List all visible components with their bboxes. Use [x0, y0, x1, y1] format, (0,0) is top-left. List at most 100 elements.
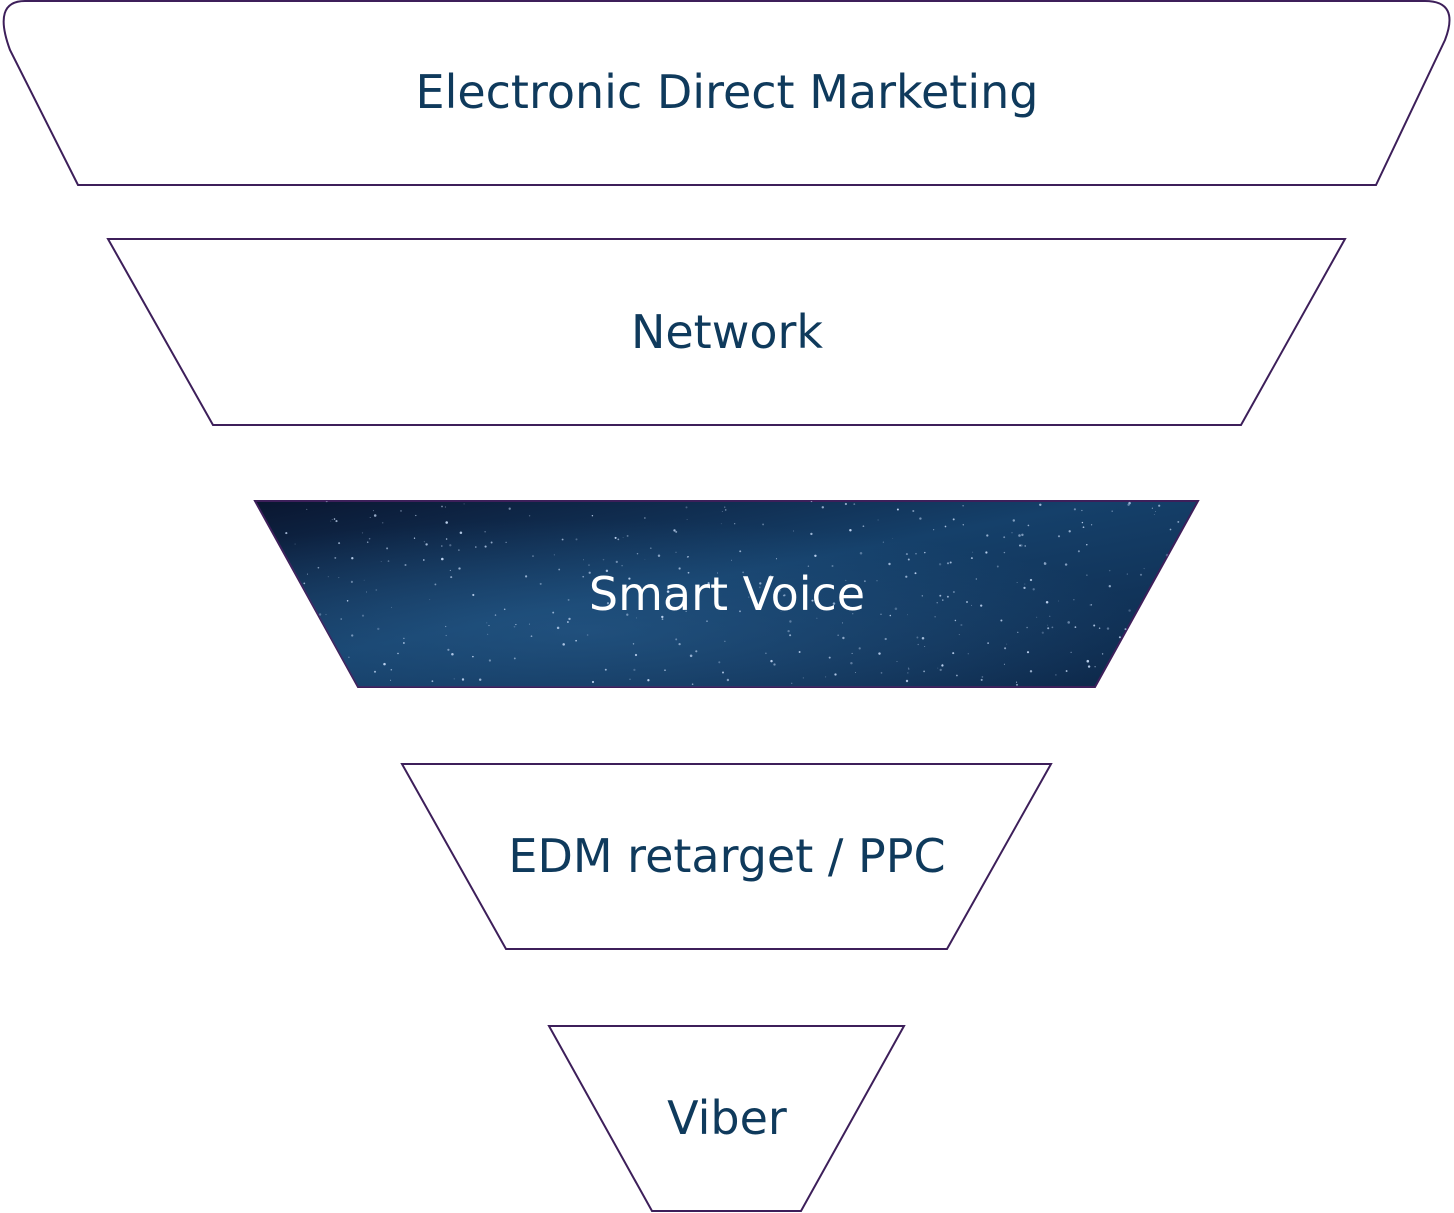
star-dot [441, 557, 444, 561]
star-dot [413, 537, 416, 539]
star-dot [853, 503, 856, 505]
star-dot [513, 625, 516, 628]
star-dot [327, 576, 329, 578]
star-dot [1140, 661, 1144, 665]
star-dot [826, 607, 830, 610]
star-dot [330, 520, 332, 522]
star-dot [687, 571, 690, 574]
star-dot [445, 625, 447, 628]
star-dot [1087, 665, 1091, 668]
funnel-stage: EDM retarget / PPC [400, 763, 1053, 950]
star-dot [335, 520, 338, 523]
star-dot [678, 642, 681, 646]
star-dot [1114, 669, 1116, 671]
star-dot [686, 519, 688, 521]
star-dot [575, 538, 578, 541]
star-dot [318, 613, 322, 616]
star-dot [255, 597, 256, 599]
star-dot [1032, 588, 1035, 591]
star-dot [306, 640, 309, 643]
star-dot [1177, 520, 1180, 523]
star-dot [981, 676, 984, 678]
star-dot [604, 668, 607, 671]
star-dot [486, 633, 489, 636]
star-dot [848, 605, 850, 608]
star-dot [876, 580, 878, 582]
star-dot [461, 678, 465, 681]
star-dot [1016, 683, 1018, 686]
star-dot [484, 531, 486, 533]
star-dot [622, 536, 624, 538]
star-dot [422, 559, 425, 561]
star-dot [449, 569, 451, 571]
star-dot [1003, 663, 1005, 665]
star-dot [331, 519, 333, 520]
star-dot [673, 529, 676, 532]
star-dot [1074, 626, 1077, 628]
star-dot [591, 680, 595, 684]
funnel-stage-shape [106, 238, 1347, 426]
star-dot [707, 582, 710, 585]
star-dot [924, 645, 926, 647]
star-dot [877, 519, 879, 521]
star-dot [762, 523, 765, 526]
star-dot [955, 674, 958, 677]
star-dot [302, 646, 304, 648]
funnel-stage-label: Smart Voice [589, 567, 865, 621]
star-dot [484, 545, 487, 548]
star-dot [444, 506, 446, 508]
star-dot [828, 656, 831, 659]
star-dot [1190, 538, 1193, 541]
star-dot [617, 538, 620, 541]
star-dot [862, 525, 865, 528]
star-dot [852, 613, 854, 615]
star-dot [488, 625, 490, 627]
star-dot [1108, 585, 1111, 588]
star-dot [1089, 604, 1091, 606]
star-dot [1017, 631, 1019, 633]
star-dot [451, 653, 454, 656]
star-dot [621, 564, 623, 567]
star-dot [303, 643, 306, 646]
star-dot [486, 622, 488, 624]
star-dot [515, 624, 517, 626]
funnel-stage-label: Network [631, 305, 823, 359]
star-dot [882, 541, 885, 543]
star-dot [1169, 528, 1172, 531]
star-dot [1128, 501, 1131, 505]
star-dot [488, 659, 492, 662]
star-dot [1082, 526, 1085, 529]
star-dot [303, 582, 306, 585]
star-dot [685, 506, 688, 509]
star-dot [423, 541, 425, 543]
star-dot [1043, 562, 1047, 565]
star-dot [987, 642, 989, 644]
star-dot [884, 637, 887, 641]
star-dot [685, 610, 687, 612]
star-dot [691, 683, 694, 685]
star-dot [960, 623, 963, 627]
star-dot [298, 636, 302, 639]
star-dot [1181, 589, 1183, 591]
star-dot [372, 510, 374, 512]
star-dot [647, 679, 650, 682]
star-dot [562, 643, 565, 646]
star-dot [1147, 630, 1149, 632]
star-dot [1003, 536, 1006, 539]
star-dot [478, 678, 482, 681]
star-dot [1093, 624, 1096, 627]
star-dot [967, 653, 969, 655]
star-dot [1126, 573, 1128, 575]
star-dot [431, 680, 434, 683]
star-dot [1047, 624, 1049, 626]
star-dot [952, 518, 955, 521]
star-dot [1193, 540, 1196, 543]
star-dot [1108, 569, 1111, 572]
star-dot [351, 557, 354, 560]
star-dot [905, 575, 908, 578]
star-dot [558, 568, 561, 571]
star-dot [490, 541, 493, 544]
star-dot [661, 618, 664, 620]
star-dot [400, 510, 402, 512]
